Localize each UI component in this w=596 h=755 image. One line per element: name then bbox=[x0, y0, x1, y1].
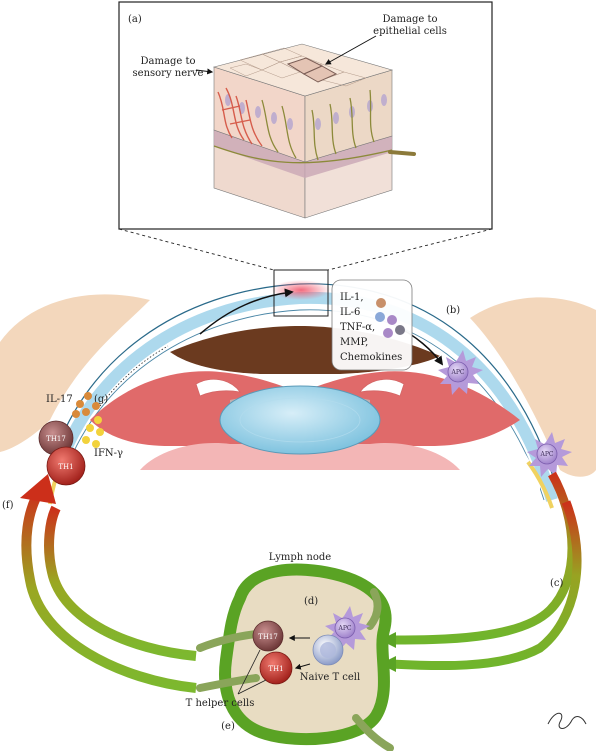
nerve-stub bbox=[388, 150, 416, 156]
apc-lower-label: APC bbox=[540, 451, 554, 458]
ifng-molecules bbox=[82, 416, 104, 448]
epithelial-pointer bbox=[324, 35, 377, 65]
cytokine-mmp: MMP, bbox=[340, 337, 368, 348]
panel-g-cytokines: IL-17 (g) IFN-γ bbox=[46, 392, 123, 459]
epithelial-label-line1: Damage to bbox=[383, 14, 438, 25]
apc-node-label: APC bbox=[338, 625, 352, 632]
flow-dotted-path bbox=[99, 345, 169, 407]
cytokine-dot-mmp bbox=[383, 328, 393, 338]
panel-b-cytokine-box: IL-1, IL-6 TNF-α, MMP, Chemokines (b) bbox=[331, 279, 460, 371]
lymph-node: Lymph node (d) TH17 TH1 APC bbox=[186, 552, 394, 752]
differentiation-arrow-th1 bbox=[294, 663, 311, 670]
corneal-tissue-block bbox=[212, 43, 416, 219]
zoom-box bbox=[273, 269, 329, 317]
th1-eye-label: TH1 bbox=[58, 463, 73, 471]
flow-arrow-to-inset bbox=[199, 288, 294, 335]
nerve-label-line2: sensory nerve bbox=[133, 68, 204, 79]
naive-t-cell-label: Naive T cell bbox=[300, 672, 360, 683]
zoom-lines bbox=[118, 228, 493, 271]
th1-node-label: TH1 bbox=[268, 665, 283, 673]
panel-b-letter: (b) bbox=[446, 305, 460, 316]
helper-pointer-2 bbox=[237, 679, 267, 695]
apc-cell-upper: APC bbox=[438, 350, 483, 395]
th17-node-label: TH17 bbox=[258, 633, 278, 641]
nerve-pointer bbox=[195, 68, 214, 75]
lymph-node-title: Lymph node bbox=[269, 552, 331, 563]
t-helper-label: T helper cells bbox=[186, 698, 255, 709]
panel-g-letter: (g) bbox=[94, 394, 108, 405]
panel-f-letter: (f) bbox=[2, 500, 14, 511]
panel-d-letter: (d) bbox=[304, 596, 318, 607]
cytokine-dot-il1 bbox=[376, 298, 386, 308]
apc-upper-label: APC bbox=[451, 369, 465, 376]
epithelial-label-line2: epithelial cells bbox=[373, 26, 447, 37]
th1-cell-eye: TH1 bbox=[46, 446, 86, 486]
cytokine-il6: IL-6 bbox=[340, 307, 360, 318]
left-eyelid bbox=[0, 294, 150, 452]
th1-cell-node: TH1 bbox=[259, 651, 293, 685]
nerve-damage-label: Damage to sensory nerve bbox=[133, 56, 214, 79]
helper-pointer-1 bbox=[237, 649, 261, 695]
lymph-node-capsule bbox=[219, 563, 392, 746]
cytokine-dot-tnf bbox=[387, 315, 397, 325]
cytokine-il1: IL-1, bbox=[340, 292, 364, 303]
panel-e-letter: (e) bbox=[221, 721, 235, 732]
th17-eye-label: TH17 bbox=[46, 435, 66, 443]
naive-t-cell bbox=[312, 634, 344, 666]
cytokine-chemokines: Chemokines bbox=[340, 352, 402, 363]
cytokine-box bbox=[331, 279, 413, 371]
artist-signature bbox=[547, 712, 587, 729]
cytokine-dot-chemokines bbox=[395, 325, 405, 335]
cytokine-tnf: TNF-α, bbox=[340, 322, 375, 333]
ifng-label: IFN-γ bbox=[94, 448, 123, 459]
epithelial-damage-label: Damage to epithelial cells bbox=[324, 14, 447, 65]
right-eyelid bbox=[470, 297, 596, 477]
il17-molecules bbox=[72, 392, 100, 418]
arrow-c-afferent: (c) bbox=[380, 471, 582, 672]
cytokine-dot-il6 bbox=[375, 312, 385, 322]
arrow-f-efferent: (f) bbox=[2, 474, 197, 693]
panel-c-letter: (c) bbox=[550, 578, 564, 589]
lens bbox=[219, 385, 381, 455]
eye-anterior-segment bbox=[0, 269, 596, 751]
il17-label: IL-17 bbox=[46, 394, 73, 405]
panel-a-inset: (a) bbox=[118, 1, 493, 230]
th17-cell-node: TH17 bbox=[252, 620, 284, 652]
nerve-label-line1: Damage to bbox=[141, 56, 196, 67]
panel-a-letter: (a) bbox=[128, 14, 142, 25]
inflamed-spot bbox=[271, 280, 331, 300]
apc-cell-lower: APC bbox=[527, 432, 572, 477]
